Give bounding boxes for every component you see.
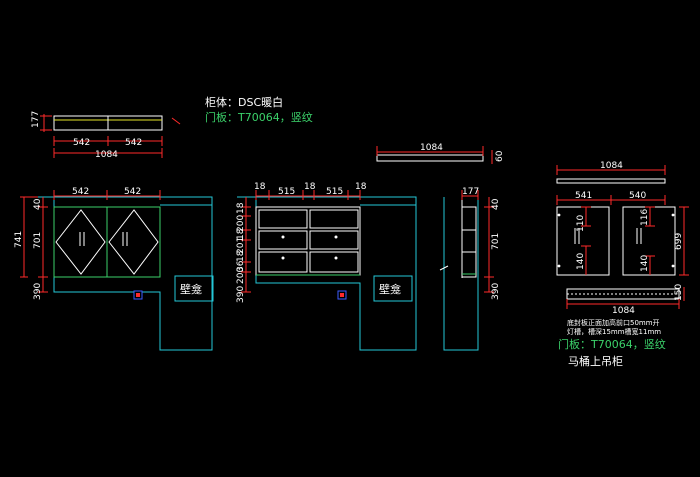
front-top-margin: 40 <box>33 198 43 210</box>
top-view-w2: 542 <box>125 138 142 148</box>
inner-w-3: 515 <box>326 187 343 197</box>
side-depth: 177 <box>462 187 479 197</box>
rd-title: 马桶上吊柜 <box>568 354 623 368</box>
inner-w-4: 18 <box>355 182 367 192</box>
rd-h-116: 116 <box>640 209 650 226</box>
front-view: 壁龛 542 542 40 741 701 390 <box>14 187 214 351</box>
top-view-total: 1084 <box>95 150 118 160</box>
rd-w-left: 541 <box>575 191 592 201</box>
inner-h-0: 18 <box>236 202 246 214</box>
door-panel-label: 门板：T70064，竖纹 <box>205 110 313 124</box>
rd-note-line1: 底封板正面加高前口50mm开 <box>567 318 660 327</box>
front-h-upper: 701 <box>33 232 43 249</box>
top-view-depth: 177 <box>31 111 41 128</box>
side-h-upper: 701 <box>491 233 501 250</box>
side-h-lower: 390 <box>491 283 501 300</box>
top-strip-width: 1084 <box>420 143 443 153</box>
side-view: 177 40 701 390 <box>439 187 501 351</box>
rd-h-150: 150 <box>674 284 684 301</box>
front-h-lower: 390 <box>33 283 43 300</box>
inner-w-0: 18 <box>254 182 266 192</box>
front-h-total: 741 <box>14 231 24 248</box>
inner-w-2: 18 <box>304 182 316 192</box>
top-strip-thickness: 60 <box>495 150 505 162</box>
inner-h-7: 390 <box>236 286 246 303</box>
inner-h-5: 36 <box>236 260 246 272</box>
rd-door-panel: 门板：T70064，竖纹 <box>558 337 666 351</box>
front-w2: 542 <box>124 187 141 197</box>
rd-note-line2: 灯槽，槽深15mm槽宽11mm <box>567 327 661 336</box>
front-niche-label: 壁龛 <box>180 282 202 296</box>
inner-niche-label: 壁龛 <box>379 282 401 296</box>
side-h-top: 40 <box>491 198 501 210</box>
top-view-w1: 542 <box>73 138 90 148</box>
cabinet-body-label: 柜体：DSC暖白 <box>205 95 283 109</box>
inner-h-1: 200 <box>236 215 246 232</box>
top-strip: 1084 60 <box>376 143 505 164</box>
rd-w-right: 540 <box>629 191 646 201</box>
right-detail: 1084 541 540 110 140 116 140 <box>556 161 689 368</box>
inner-view: 壁龛 18 515 18 515 18 18 200 18 201 18 36 … <box>236 182 417 351</box>
inner-h-2: 18 <box>236 228 246 240</box>
rd-h-140b: 140 <box>640 255 650 272</box>
top-view: 177 542 542 1084 <box>31 111 181 160</box>
inner-h-4: 18 <box>236 250 246 262</box>
front-w1: 542 <box>72 187 89 197</box>
inner-w-1: 515 <box>278 187 295 197</box>
rd-bottom-width: 1084 <box>612 306 635 316</box>
rd-h-699: 699 <box>674 233 684 250</box>
rd-h-110: 110 <box>576 215 586 232</box>
inner-h-3: 201 <box>236 237 246 254</box>
inner-h-6: 200 <box>236 267 246 284</box>
rd-top-width: 1084 <box>600 161 623 171</box>
rd-h-140a: 140 <box>576 253 586 270</box>
